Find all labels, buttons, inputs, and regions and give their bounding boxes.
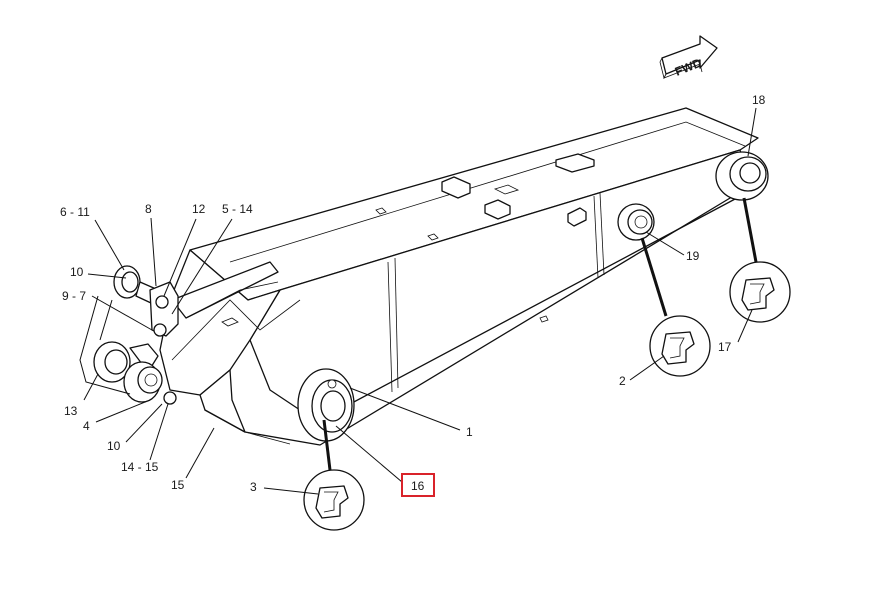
shim-detail-2 [649, 315, 711, 377]
callout-labels: 18 19 1 2 17 3 6 - 11 8 12 5 - 14 10 9 -… [60, 93, 766, 497]
callout-14-15: 14 - 15 [121, 460, 159, 474]
rear-boss [715, 151, 769, 201]
connector-16-3 [322, 419, 332, 471]
callout-1: 1 [466, 425, 473, 439]
callout-6-11: 6 - 11 [60, 205, 90, 219]
shim-detail-3 [303, 469, 365, 531]
callout-9-7: 9 - 7 [62, 289, 86, 303]
boom-body [159, 107, 761, 446]
fwd-arrow-icon: FWD [659, 35, 718, 80]
front-pin-assembly [93, 265, 179, 405]
leader-lines [79, 107, 757, 495]
callout-19: 19 [686, 249, 700, 263]
callout-10-top: 10 [70, 265, 84, 279]
callout-13: 13 [64, 404, 78, 418]
callout-10-bottom: 10 [107, 439, 121, 453]
callout-2: 2 [619, 374, 626, 388]
callout-4: 4 [83, 419, 90, 433]
callout-5-14: 5 - 14 [222, 202, 253, 216]
connector-18-17 [742, 197, 758, 263]
callout-18: 18 [752, 93, 766, 107]
shim-detail-17 [729, 261, 791, 323]
callout-15: 15 [171, 478, 185, 492]
callout-12: 12 [192, 202, 206, 216]
callout-3: 3 [250, 480, 257, 494]
callout-17: 17 [718, 340, 732, 354]
callout-16: 16 [411, 479, 425, 493]
connector-19-2 [640, 237, 668, 317]
callout-16-highlight [401, 473, 435, 497]
middle-boss [617, 203, 655, 241]
callout-8: 8 [145, 202, 152, 216]
front-foot-boss [297, 368, 355, 442]
